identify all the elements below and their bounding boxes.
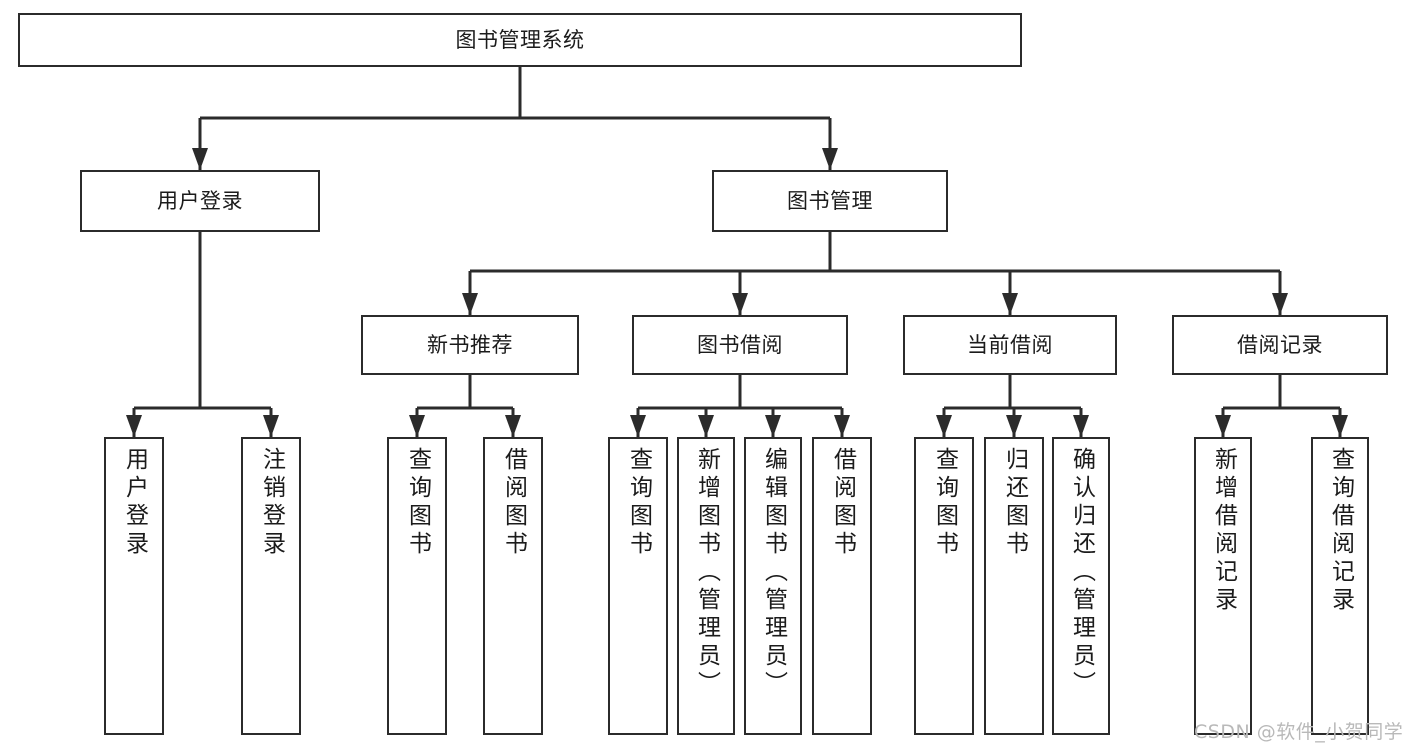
node-label: 图书管理 (787, 188, 873, 213)
node-user-login[interactable]: 用户登录 (80, 170, 320, 232)
node-leaf-user-login[interactable]: 用户登录 (104, 437, 164, 735)
node-label: 确认归还（管理员） (1068, 447, 1095, 699)
node-leaf-logout[interactable]: 注销登录 (241, 437, 301, 735)
arrowhead-leaf_query_book_1 (409, 415, 425, 437)
node-label: 图书管理系统 (455, 27, 585, 52)
node-root[interactable]: 图书管理系统 (18, 13, 1022, 67)
node-label: 查询借阅记录 (1327, 447, 1354, 615)
arrowhead-leaf_user_login (126, 415, 142, 437)
node-label: 当前借阅 (967, 332, 1053, 357)
arrowhead-user_login (192, 148, 208, 170)
node-label: 新增借阅记录 (1210, 447, 1237, 615)
node-leaf-query-book-3[interactable]: 查询图书 (914, 437, 974, 735)
node-label: 新增图书（管理员） (693, 447, 720, 699)
node-label: 借阅图书 (829, 447, 856, 559)
node-label: 编辑图书（管理员） (760, 447, 787, 699)
arrowhead-leaf_edit_book (765, 415, 781, 437)
watermark-label: CSDN @软件_小贺同学 (1194, 721, 1404, 743)
node-label: 借阅图书 (500, 447, 527, 559)
node-borrow-record[interactable]: 借阅记录 (1172, 315, 1388, 375)
arrowhead-leaf_logout (263, 415, 279, 437)
node-leaf-edit-book[interactable]: 编辑图书（管理员） (744, 437, 802, 735)
node-label: 用户登录 (157, 188, 243, 213)
node-leaf-add-record[interactable]: 新增借阅记录 (1194, 437, 1252, 735)
arrowhead-book_borrow (732, 293, 748, 315)
node-leaf-return-book[interactable]: 归还图书 (984, 437, 1044, 735)
arrowhead-leaf_add_book (698, 415, 714, 437)
node-leaf-query-record[interactable]: 查询借阅记录 (1311, 437, 1369, 735)
node-book-borrow[interactable]: 图书借阅 (632, 315, 848, 375)
node-label: 借阅记录 (1237, 332, 1323, 357)
node-label: 图书借阅 (697, 332, 783, 357)
arrowhead-leaf_query_book_3 (936, 415, 952, 437)
node-leaf-query-book-2[interactable]: 查询图书 (608, 437, 668, 735)
node-label: 新书推荐 (427, 332, 513, 357)
node-label: 用户登录 (121, 447, 148, 559)
arrowhead-leaf_return_book (1006, 415, 1022, 437)
node-label: 注销登录 (258, 447, 285, 559)
node-leaf-confirm-return[interactable]: 确认归还（管理员） (1052, 437, 1110, 735)
node-label: 归还图书 (1001, 447, 1028, 559)
node-new-book-rec[interactable]: 新书推荐 (361, 315, 579, 375)
arrowhead-leaf_borrow_book_1 (505, 415, 521, 437)
arrowhead-book_manage (822, 148, 838, 170)
node-label: 查询图书 (404, 447, 431, 559)
node-leaf-query-book-1[interactable]: 查询图书 (387, 437, 447, 735)
arrowhead-borrow_record (1272, 293, 1288, 315)
arrowhead-leaf_borrow_book_2 (834, 415, 850, 437)
arrowhead-leaf_query_book_2 (630, 415, 646, 437)
node-book-manage[interactable]: 图书管理 (712, 170, 948, 232)
arrowhead-leaf_confirm_return (1073, 415, 1089, 437)
node-label: 查询图书 (625, 447, 652, 559)
node-leaf-add-book[interactable]: 新增图书（管理员） (677, 437, 735, 735)
arrowhead-leaf_add_record (1215, 415, 1231, 437)
arrowhead-current_borrow (1002, 293, 1018, 315)
arrowhead-leaf_query_record (1332, 415, 1348, 437)
node-leaf-borrow-book-2[interactable]: 借阅图书 (812, 437, 872, 735)
node-leaf-borrow-book-1[interactable]: 借阅图书 (483, 437, 543, 735)
node-label: 查询图书 (931, 447, 958, 559)
node-current-borrow[interactable]: 当前借阅 (903, 315, 1117, 375)
arrowhead-new_book_rec (462, 293, 478, 315)
